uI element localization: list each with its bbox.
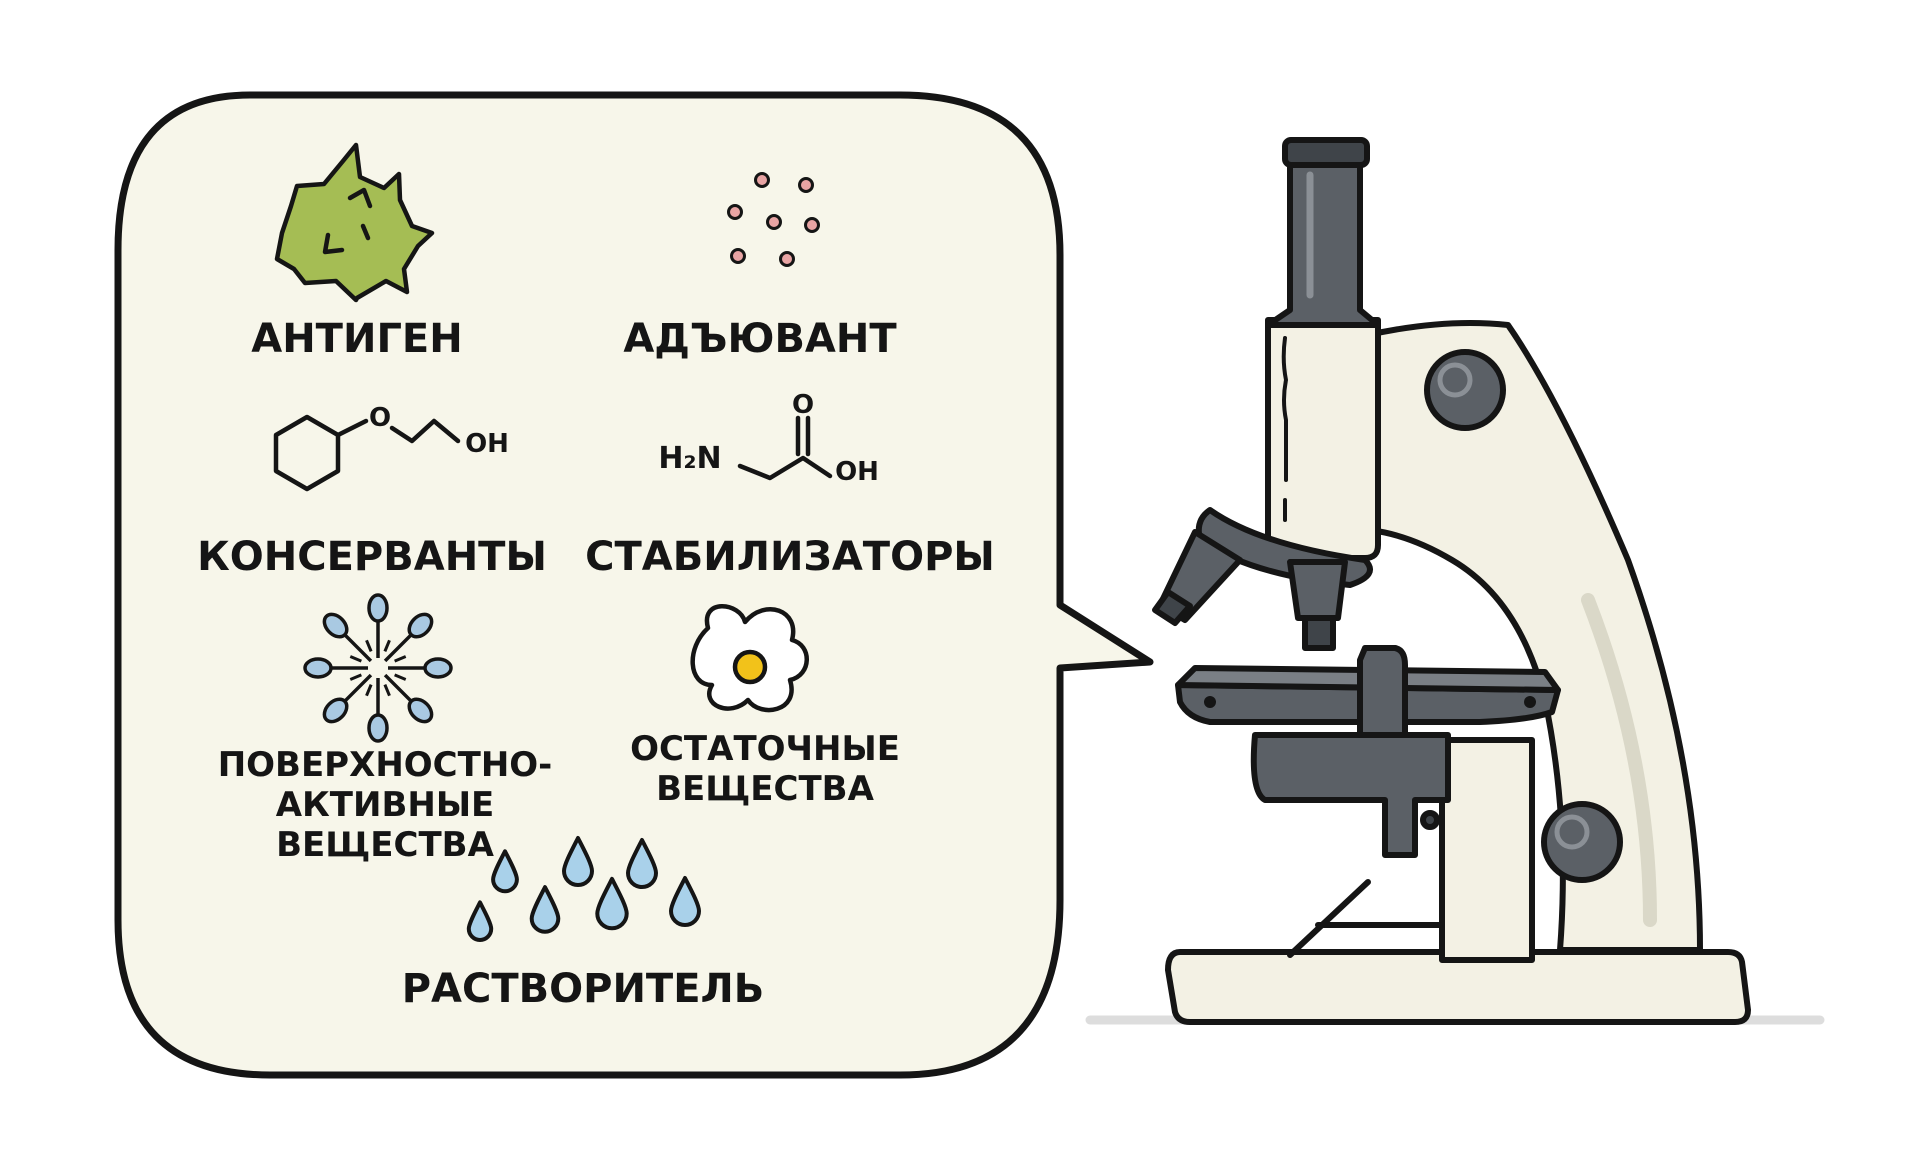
surfactant-tail-short: [349, 673, 362, 681]
preservative-oxygen-label: O: [369, 403, 391, 433]
label-adjuvant: АДЪЮВАНТ: [623, 316, 897, 362]
arm-highlight: [1581, 593, 1657, 927]
solvent-drops-icon: [466, 836, 701, 942]
surfactant-tail-short: [383, 639, 391, 652]
water-drop: [466, 900, 494, 942]
surfactant-head: [367, 593, 389, 623]
microscope-arm: [1365, 320, 1703, 953]
surfactant-tail-short: [365, 639, 373, 652]
water-drop: [529, 885, 561, 934]
surfactant-tail: [342, 673, 373, 704]
surfactant-tail: [383, 673, 414, 704]
surfactant-micelle-icon: [303, 593, 453, 743]
mirror-arm: [1287, 879, 1371, 958]
label-solvent: РАСТВОРИТЕЛЬ: [402, 966, 765, 1012]
label-antigen: АНТИГЕН: [251, 316, 462, 362]
water-drop: [595, 876, 629, 931]
surfactant-tail-short: [349, 655, 362, 663]
water-drop: [669, 876, 701, 927]
surfactant-head: [303, 657, 333, 679]
residual-egg-icon: [690, 604, 809, 713]
surfactant-head: [407, 697, 434, 724]
stabilizer-hydroxyl-label: OH: [835, 457, 879, 487]
label-surfactants-line-3: ВЕЩЕСТВА: [276, 825, 494, 865]
microscope-icon: [1085, 137, 1825, 1025]
objective-lens-1: [1152, 529, 1243, 626]
stabilizer-molecule-icon: [737, 415, 833, 481]
label-surfactants-line-1: ПОВЕРХНОСТНО-: [218, 745, 553, 785]
eyepiece: [1282, 137, 1370, 168]
surfactant-tail-short: [394, 673, 407, 681]
surfactant-head: [407, 612, 434, 639]
surfactant-head: [423, 657, 453, 679]
stabilizer-oxygen-label: O: [792, 390, 814, 420]
label-residuals-line-2: ВЕЩЕСТВА: [656, 769, 874, 809]
surfactant-head: [367, 713, 389, 743]
surfactant-tail-short: [365, 684, 373, 697]
label-stabilizers: СТАБИЛИЗАТОРЫ: [585, 534, 995, 580]
label-residuals-line-1: ОСТАТОЧНЫЕ: [630, 729, 900, 769]
antigen-icon: [274, 142, 435, 303]
surfactant-head: [322, 697, 349, 724]
label-preservatives: КОНСЕРВАНТЫ: [197, 534, 547, 580]
eyepiece-tube: [1265, 157, 1381, 328]
speech-bubble: [114, 91, 1154, 1079]
stabilizer-amine-label: H₂N: [658, 441, 721, 476]
surfactant-head: [322, 612, 349, 639]
adjuvant-icon: [727, 172, 820, 267]
surfactant-tail-short: [394, 655, 407, 663]
water-drop: [491, 849, 519, 894]
surfactant-tail-short: [383, 684, 391, 697]
surfactant-tail: [342, 632, 373, 663]
microscope-pillar: [1439, 737, 1535, 963]
label-surfactants-line-2: АКТИВНЫЕ: [276, 785, 495, 825]
preservative-hydroxyl-label: OH: [465, 429, 509, 459]
preservative-molecule-icon: [273, 414, 461, 492]
surfactant-tail: [383, 632, 414, 663]
objective-lens-2: [1287, 559, 1348, 651]
condenser: [1250, 732, 1451, 858]
component-labels: АНТИГЕН АДЪЮВАНТ КОНСЕРВАНТЫ СТАБИЛИЗАТО…: [197, 316, 995, 1012]
microscope-base: [1165, 949, 1751, 1025]
water-drop: [626, 838, 658, 889]
water-drop: [562, 836, 594, 887]
